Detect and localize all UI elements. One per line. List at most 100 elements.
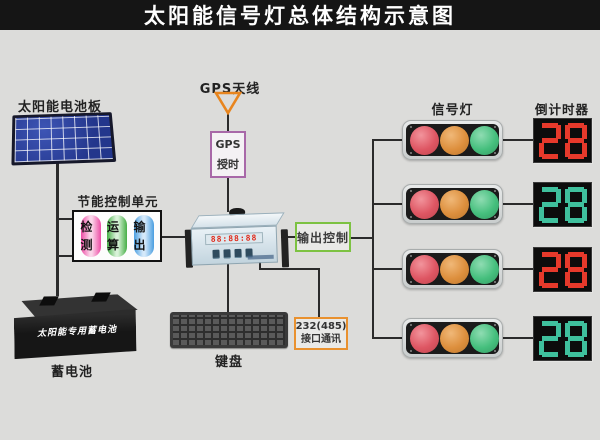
screw-dot [410,350,412,352]
solar-panel-icon [11,112,117,166]
signal-lights-label: 信号灯 [431,103,474,118]
screw-dot [494,216,496,218]
controller-button [223,249,231,259]
connector-line [503,139,533,141]
screw-dot [494,152,496,154]
connector-line [227,112,229,133]
green-lamp [470,255,499,284]
signal-controller-device: 88:88:88 [183,204,291,270]
led-display: 88:88:88 [204,232,264,246]
amber-lamp [440,126,469,155]
connector-line [374,337,402,339]
module-compute: 运算 [107,215,127,257]
controller-front-panel: 88:88:88 [190,225,278,266]
traffic-light-module [402,249,503,289]
seg-digit [564,122,587,159]
seg-digit [538,122,561,159]
screw-dot [410,152,412,154]
gps-antenna-icon [214,91,242,115]
screw-dot [494,324,496,326]
countdown-display [533,316,592,361]
seg-digit [564,251,587,288]
connector-line [58,255,74,257]
traffic-light-housing [406,322,499,354]
green-lamp [470,324,499,353]
control-unit-box: 检测 运算 输出 [72,210,162,262]
connector-line [259,268,320,270]
gps-antenna-label: GPS天线 [199,82,261,97]
battery-icon: 太阳能专用蓄电池 [7,291,144,363]
screw-dot [494,126,496,128]
diagram-title: 太阳能信号灯总体结构示意图 [0,0,600,30]
connector-line [281,236,296,238]
connector-line [372,139,374,339]
red-lamp [410,255,439,284]
screw-dot [494,281,496,283]
gps-timing-line2: 授时 [217,157,239,171]
connector-line [318,268,320,319]
screw-dot [494,190,496,192]
module-output: 输出 [133,215,154,257]
amber-lamp [440,255,469,284]
output-control-box: 输出控制 [295,222,351,252]
seg-digit [564,320,587,357]
screw-dot [410,190,412,192]
gps-timing-line1: GPS [215,137,241,151]
control-unit-label: 节能控制单元 [77,194,159,209]
screw-dot [410,281,412,283]
red-lamp [410,126,439,155]
countdown-display [533,182,592,227]
connector-line [503,268,533,270]
module-detect-text: 检测 [80,220,93,252]
comm-interface-box: 232(485) 接口通讯 [294,317,348,350]
module-output-text: 输出 [133,220,146,252]
connector-line [56,158,59,296]
module-detect: 检测 [80,215,101,257]
screw-dot [494,350,496,352]
output-control-label: 输出控制 [297,230,350,245]
controller-button [234,248,242,259]
red-lamp [410,190,439,219]
green-lamp [470,126,499,155]
amber-lamp [440,190,469,219]
countdown-timer-label: 倒计时器 [534,102,589,117]
screw-dot [410,216,412,218]
screw-dot [410,255,412,257]
rack-bracket-right [280,229,290,268]
red-lamp [410,324,439,353]
traffic-light-module [402,184,503,224]
countdown-display [533,118,592,163]
connector-line [58,218,74,220]
connector-line [227,178,229,212]
traffic-light-housing [406,188,499,220]
gps-timing-box: GPS 授时 [210,131,246,178]
screw-dot [494,255,496,257]
connector-line [374,268,402,270]
controller-button [212,249,220,259]
connector-line [374,203,402,205]
green-lamp [470,190,499,219]
connector-line [351,237,373,239]
module-compute-text: 运算 [107,220,120,252]
connector-line [162,236,188,238]
connector-line [503,337,533,339]
traffic-light-module [402,120,503,160]
countdown-display [533,247,592,292]
connector-line [227,264,229,314]
controller-logo [247,254,274,260]
connector-line [503,203,533,205]
keyboard-keys [173,315,285,345]
seg-digit [538,320,561,357]
screw-dot [410,126,412,128]
comm-line2: 接口通讯 [301,333,341,345]
solar-panel-label: 太阳能电池板 [17,100,102,115]
screw-dot [410,324,412,326]
seg-digit [564,186,587,223]
keyboard-icon [170,312,288,348]
amber-lamp [440,324,469,353]
seg-digit [538,186,561,223]
connector-line [374,139,402,141]
traffic-light-housing [406,253,499,285]
battery-label: 蓄电池 [50,365,93,380]
